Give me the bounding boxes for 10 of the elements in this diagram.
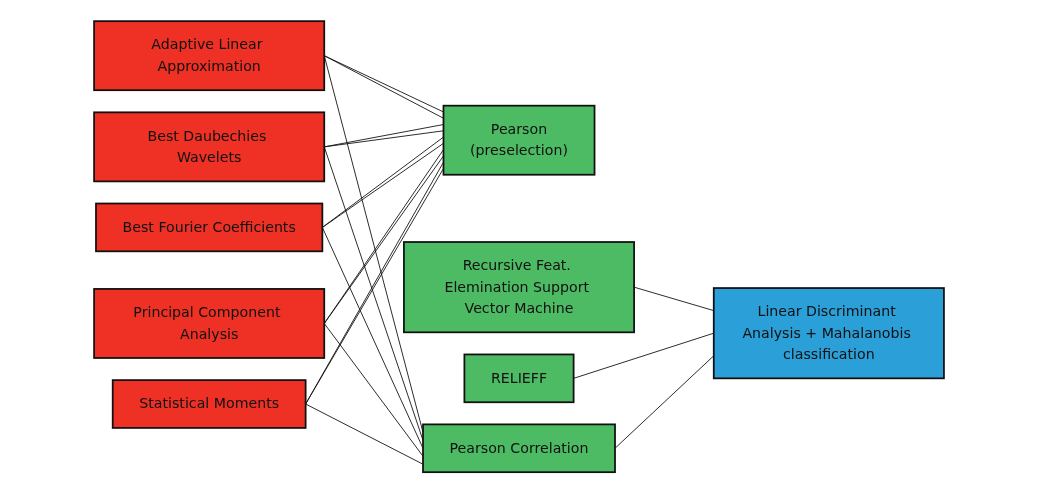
node-box: Recursive Feat. Elemination Support Vector Machine: [403, 240, 635, 333]
node-box: Adaptive Linear Approximation: [93, 19, 326, 91]
node-box: Best Fourier Coefficients: [95, 202, 324, 252]
node-box: RELIEFF: [463, 353, 575, 403]
node-box: Principal Component Analysis: [93, 287, 326, 359]
node-box: Best Daubechies Wavelets: [93, 110, 326, 182]
node-box: Pearson Correlation: [422, 423, 616, 473]
node-box: Statistical Moments: [111, 378, 307, 429]
node-box: Linear Discriminant Analysis + Mahalanobis classification: [712, 286, 945, 379]
node-box: Pearson (preselection): [442, 104, 596, 176]
